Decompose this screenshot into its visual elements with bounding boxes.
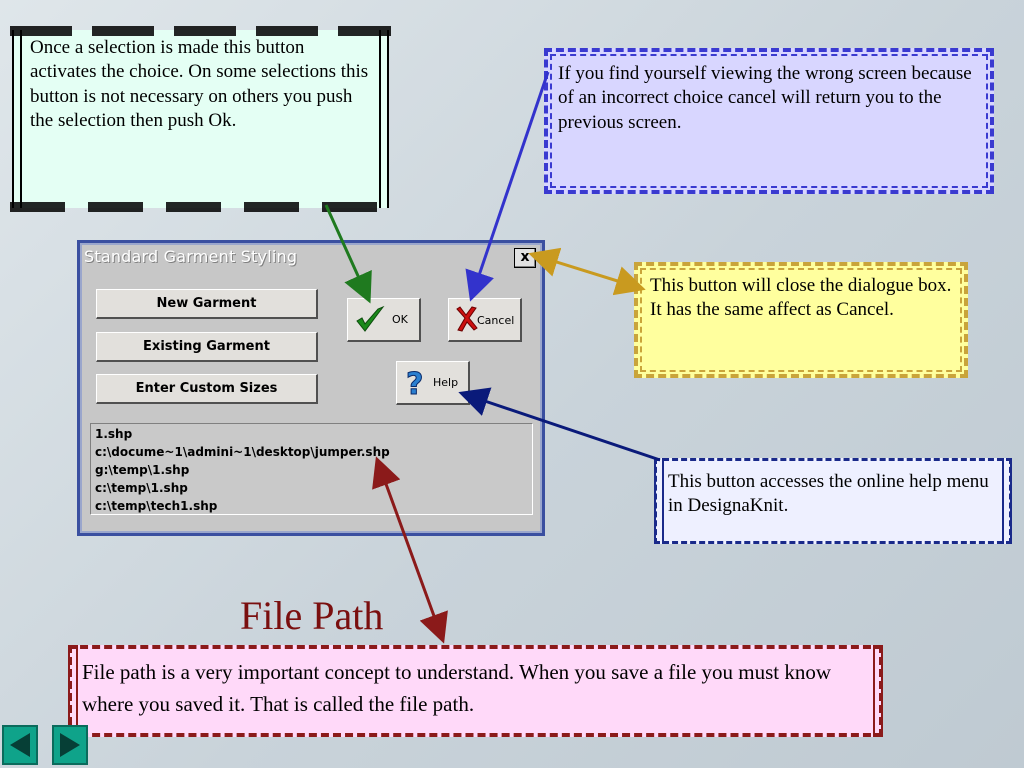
cancel-button[interactable]: Cancel [448, 298, 522, 342]
list-item[interactable]: c:\docume~1\admini~1\desktop\jumper.shp [95, 445, 390, 459]
callout-path-text: File path is a very important concept to… [82, 660, 832, 716]
garment-styling-dialog: Standard Garment Styling x New Garment E… [77, 240, 545, 536]
enter-custom-sizes-button[interactable]: Enter Custom Sizes [96, 374, 318, 404]
dialog-close-button[interactable]: x [514, 248, 536, 268]
ok-label: OK [392, 313, 408, 326]
callout-help-text: This button accesses the online help men… [668, 471, 989, 517]
recent-files-list[interactable]: 1.shp c:\docume~1\admini~1\desktop\jumpe… [90, 423, 533, 515]
help-button[interactable]: ? Help [396, 361, 470, 405]
triangle-left-icon [10, 733, 30, 757]
question-mark-icon: ? [406, 367, 424, 399]
new-garment-button[interactable]: New Garment [96, 289, 318, 319]
callout-cancel-explanation: If you find yourself viewing the wrong s… [544, 48, 994, 194]
dialog-title: Standard Garment Styling [84, 247, 298, 266]
list-item[interactable]: c:\temp\1.shp [95, 481, 188, 495]
arrow-to-close [528, 247, 646, 296]
x-mark-icon [456, 306, 478, 332]
callout-ok-text: Once a selection is made this button act… [30, 37, 369, 131]
callout-close-text: This button will close the dialogue box.… [650, 275, 952, 321]
previous-slide-button[interactable] [2, 725, 38, 765]
existing-garment-button[interactable]: Existing Garment [96, 332, 318, 362]
checkmark-icon [356, 305, 385, 332]
help-label: Help [433, 376, 459, 389]
callout-file-path-explanation: File path is a very important concept to… [68, 645, 883, 737]
next-slide-button[interactable] [52, 725, 88, 765]
cancel-label: Cancel [477, 314, 515, 327]
callout-cancel-text: If you find yourself viewing the wrong s… [558, 63, 972, 133]
callout-close-explanation: This button will close the dialogue box.… [634, 262, 968, 378]
list-item[interactable]: g:\temp\1.shp [95, 463, 190, 477]
list-item[interactable]: c:\temp\tech1.shp [95, 499, 218, 513]
svg-text:?: ? [406, 367, 423, 398]
file-path-heading: File Path [240, 593, 384, 638]
callout-help-explanation: This button accesses the online help men… [654, 458, 1012, 544]
list-item[interactable]: 1.shp [95, 427, 133, 441]
triangle-right-icon [60, 733, 80, 757]
callout-ok-explanation: Once a selection is made this button act… [10, 26, 391, 212]
ok-button[interactable]: OK [347, 298, 421, 342]
